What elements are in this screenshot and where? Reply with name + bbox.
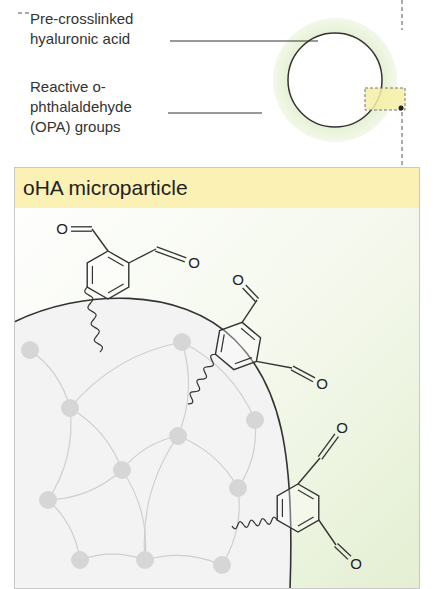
carbonyl-bond: [246, 285, 259, 298]
double-bond: [92, 266, 93, 284]
leader-line: [168, 113, 262, 114]
dashed-line: [402, 0, 403, 30]
particle-core: [288, 33, 382, 127]
carbonyl-bond: [334, 547, 347, 560]
network-strand: [122, 470, 146, 560]
atom-label: O: [231, 272, 245, 288]
double-bond: [298, 490, 314, 499]
crosslink-dot: [169, 427, 187, 445]
double-bond: [221, 334, 224, 352]
leader-line: [170, 41, 318, 42]
network-strand: [178, 436, 238, 488]
crosslink-dot: [246, 411, 264, 429]
crosslink-dot: [173, 333, 191, 351]
crosslink-dot: [213, 556, 231, 574]
carbonyl-bond: [243, 288, 256, 301]
double-bond: [241, 328, 255, 340]
linker: [85, 287, 103, 352]
carbonyl-bond: [71, 226, 92, 227]
network-strand: [145, 555, 222, 565]
network-strand: [48, 500, 80, 560]
carbonyl-bond: [291, 370, 313, 382]
part-label: Pre-crosslinked hyaluronic acid: [30, 9, 162, 49]
crosslink-dot: [136, 551, 154, 569]
crosslink-dot: [71, 551, 89, 569]
carbonyl-bond: [157, 247, 187, 258]
bond: [129, 249, 156, 263]
linker: [232, 517, 277, 529]
double-bond: [235, 358, 252, 364]
microparticle-edge: [14, 298, 291, 589]
atom-label: O: [315, 376, 329, 392]
bond: [92, 229, 108, 251]
atom-label: O: [187, 255, 201, 271]
network-strand: [48, 408, 71, 500]
carbonyl-bond: [155, 251, 185, 262]
carbonyl-bond: [338, 543, 351, 556]
network-strand: [122, 436, 178, 470]
carbonyl-bond: [318, 434, 335, 457]
panel-title: oHA microparticle: [15, 168, 419, 208]
network-strand: [70, 342, 182, 408]
atom-label: O: [349, 556, 363, 572]
microparticle: [14, 298, 291, 589]
panel-ground: [14, 167, 420, 589]
crosslink-dot: [39, 491, 57, 509]
double-bond: [298, 517, 314, 526]
network-strand: [178, 342, 189, 436]
carbonyl-bond: [71, 231, 92, 232]
network-strand: [80, 554, 145, 560]
network-strand: [48, 470, 122, 500]
zoom-box: [365, 88, 405, 110]
bond: [256, 361, 292, 368]
benzene-ring: [277, 484, 319, 532]
carbonyl-bond: [293, 366, 315, 378]
dashed-mark: [18, 13, 32, 14]
network-strand: [144, 436, 178, 560]
atom-label: O: [335, 420, 349, 436]
zoom-dot: [399, 106, 404, 111]
double-bond: [282, 499, 283, 517]
benzene-ring: [215, 322, 260, 369]
crosslink-dot: [21, 341, 39, 359]
part-label: Reactive o-phthalaldehyde (OPA) groups: [30, 77, 162, 137]
benzene-ring: [87, 251, 129, 299]
network-strand: [70, 408, 122, 470]
particle-halo: [273, 18, 397, 142]
panel-box: oHA microparticle: [14, 167, 420, 589]
crosslink-network: [21, 333, 264, 574]
crosslink-dot: [229, 479, 247, 497]
dashed-line: [402, 112, 403, 167]
linker: [188, 354, 215, 404]
double-bond: [108, 284, 124, 293]
bond: [319, 520, 336, 545]
crosslink-dot: [61, 399, 79, 417]
crosslink-dot: [113, 461, 131, 479]
opa-groups: [71, 227, 351, 560]
network-strand: [238, 420, 256, 488]
network-strand: [30, 350, 70, 408]
atom-label: O: [55, 221, 69, 237]
bond: [242, 300, 257, 322]
bond: [298, 458, 320, 484]
double-bond: [108, 257, 124, 266]
